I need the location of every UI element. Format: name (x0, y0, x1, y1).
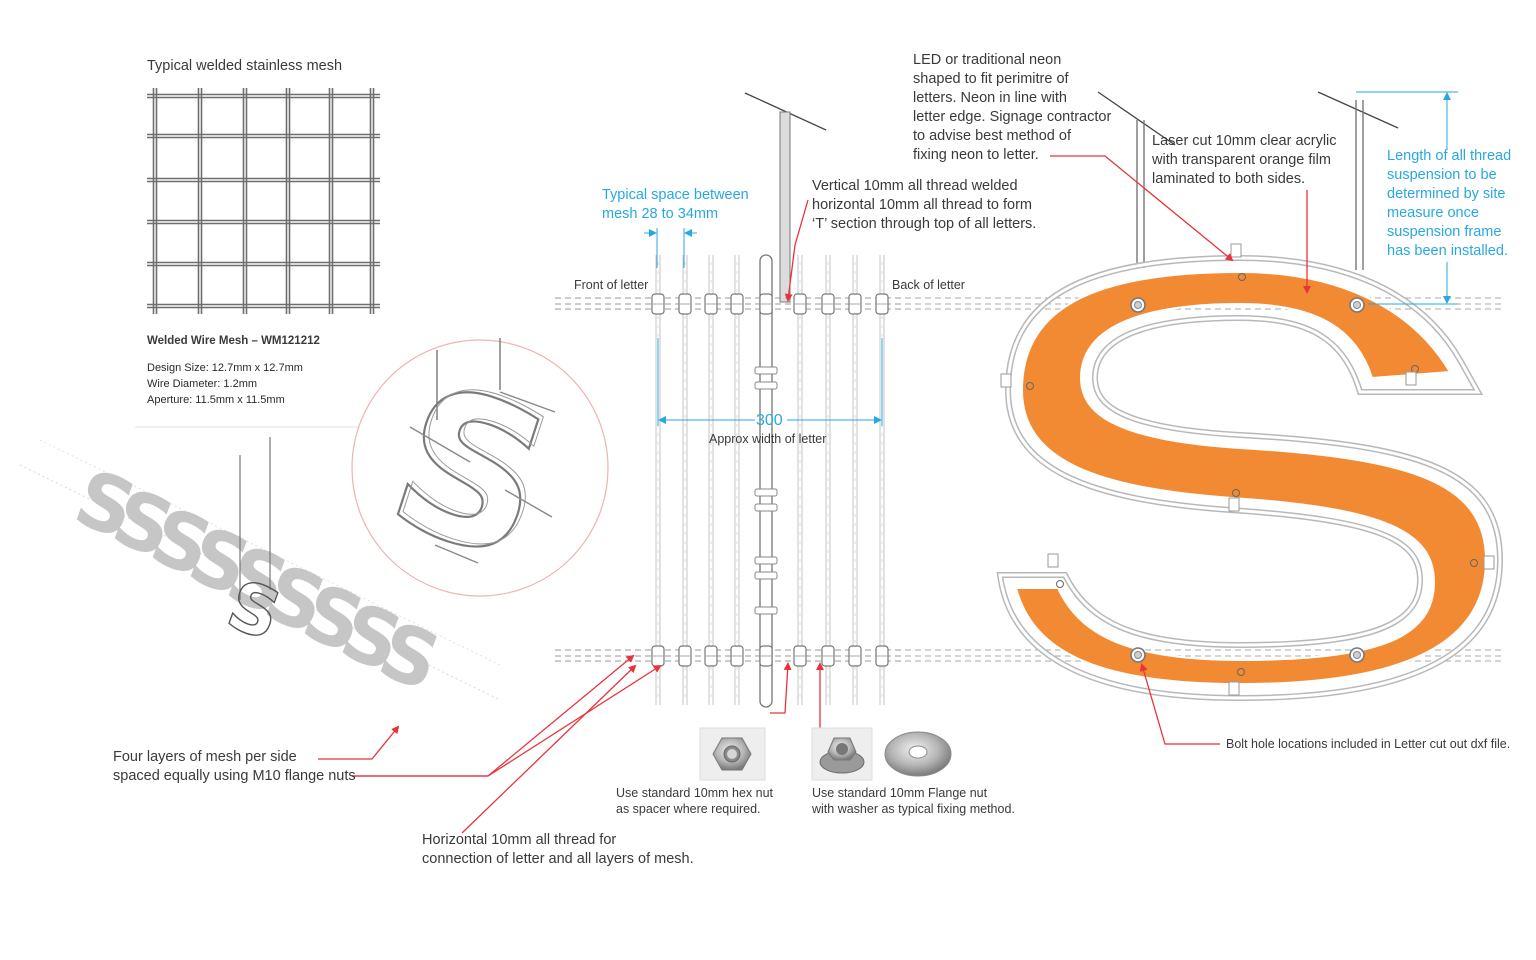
mesh-spec-wire-diameter: Wire Diameter: 1.2mm (147, 378, 258, 390)
suspension-note: Length of all thread suspension to be de… (1387, 148, 1512, 259)
back-of-letter-label: Back of letter (892, 278, 965, 292)
hex-nut-photo (699, 727, 766, 781)
bolt-hole-note: Bolt hole locations included in Letter c… (1226, 737, 1511, 751)
horizontal-thread-note: Horizontal 10mm all thread for connectio… (422, 832, 694, 867)
hex-nut-caption: Use standard 10mm hex nut as spacer wher… (616, 786, 774, 816)
letter-width-caption: Approx width of letter (709, 432, 827, 446)
leader-lines (318, 155, 1311, 834)
front-of-letter-label: Front of letter (574, 278, 649, 292)
mesh-product-name: Welded Wire Mesh – WM121212 (147, 335, 320, 347)
detail-circle: S S (351, 338, 609, 608)
flange-nut-photo (811, 727, 873, 781)
vertical-thread-note: Vertical 10mm all thread welded horizont… (812, 178, 1037, 232)
mesh-spacing-note: Typical space between mesh 28 to 34mm (602, 187, 749, 222)
mesh-spec-aperture: Aperture: 11.5mm x 11.5mm (147, 394, 285, 406)
welded-mesh-grid (147, 88, 380, 314)
mesh-layers-note: Four layers of mesh per side spaced equa… (113, 749, 356, 784)
letter-width-value: 300 (756, 412, 783, 429)
flange-nut-caption: Use standard 10mm Flange nut with washer… (812, 786, 1015, 816)
washer-photo (884, 731, 952, 777)
mesh-spec-design-size: Design Size: 12.7mm x 12.7mm (147, 362, 303, 374)
mesh-title: Typical welded stainless mesh (147, 58, 343, 74)
neon-note: LED or traditional neon shaped to fit pe… (913, 52, 1112, 163)
acrylic-note: Laser cut 10mm clear acrylic with transp… (1152, 133, 1337, 187)
suspension-dimension (1356, 91, 1458, 305)
section-view (555, 92, 905, 708)
